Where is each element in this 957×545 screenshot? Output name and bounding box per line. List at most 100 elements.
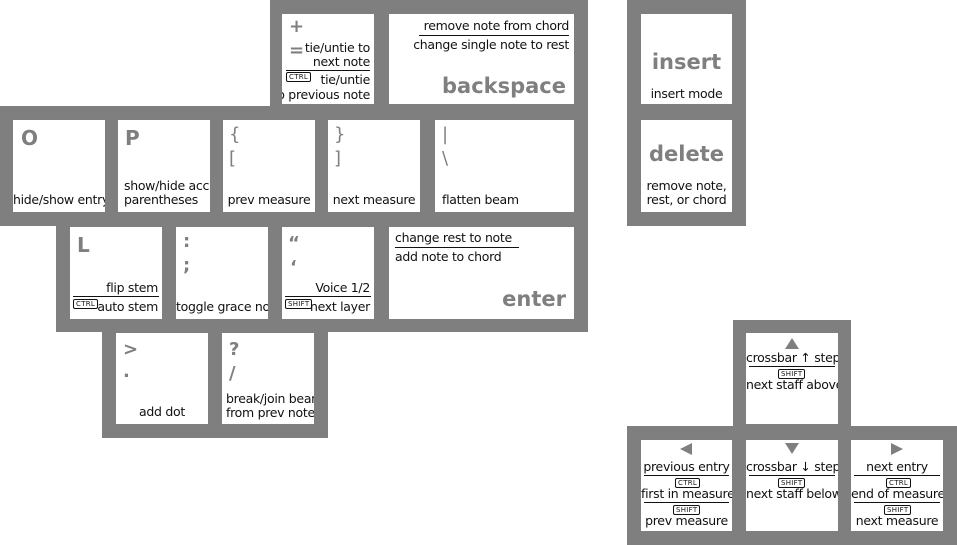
ctrl-badge: CTRL <box>886 478 912 488</box>
next-measure-label: next measure <box>332 192 416 207</box>
next-layer-label: next layer <box>309 299 370 314</box>
tie-next-label-2: next note <box>312 54 370 69</box>
shift-badge: SHIFT <box>673 505 701 515</box>
divider <box>854 502 940 503</box>
voice-label: Voice 1/2 <box>315 280 370 295</box>
tie-next-label-1: tie/untie to <box>304 40 370 55</box>
insert-label: insert <box>651 50 722 74</box>
equals-glyph: = <box>289 40 305 61</box>
divider <box>285 296 371 297</box>
left-brace-glyph: { <box>229 124 241 145</box>
l-glyph: L <box>77 233 90 257</box>
add-dot-label: add dot <box>139 404 185 419</box>
next-staff-below-label: next staff below <box>746 486 838 501</box>
next-staff-above-label: next staff above <box>746 377 838 392</box>
tie-prev-label-1: tie/untie <box>320 72 371 87</box>
quote-key[interactable]: “ ‘ Voice 1/2 SHIFT next layer <box>282 227 374 319</box>
backspace-key[interactable]: remove note from chord change single not… <box>389 14 574 104</box>
ctrl-badge: CTRL <box>675 478 701 488</box>
double-quote-glyph: “ <box>288 233 300 254</box>
break-join-beam-label-1: break/join beam <box>226 391 314 406</box>
crossbar-up-label: crossbar ↑ step <box>746 350 838 365</box>
enter-key[interactable]: change rest to note add note to chord en… <box>389 227 574 319</box>
divider <box>395 247 519 248</box>
next-entry-label: next entry <box>866 459 928 474</box>
divider <box>644 475 729 476</box>
period-glyph: . <box>123 361 130 382</box>
slash-glyph: / <box>229 363 236 384</box>
pipe-glyph: | <box>442 124 449 145</box>
ctrl-badge: CTRL <box>73 299 99 309</box>
o-key[interactable]: O hide/show entry <box>13 120 105 212</box>
remove-note-label: remove note from chord <box>423 18 570 33</box>
arrow-up-key[interactable]: crossbar ↑ step SHIFT next staff above <box>746 333 838 424</box>
period-key[interactable]: > . add dot <box>116 333 208 424</box>
backslash-glyph: \ <box>442 148 449 169</box>
slash-key[interactable]: ? / break/join beam from prev note <box>222 333 314 424</box>
toggle-grace-note-label: toggle grace note <box>176 299 268 314</box>
divider <box>749 366 835 367</box>
semicolon-glyph: ; <box>183 255 191 276</box>
backspace-label: backspace <box>441 74 566 98</box>
divider <box>644 502 729 503</box>
left-bracket-glyph: [ <box>229 148 237 169</box>
next-measure-label: next measure <box>855 513 939 528</box>
plus-glyph: + <box>289 16 305 37</box>
prev-measure-label: prev measure <box>645 513 728 528</box>
question-mark-glyph: ? <box>229 339 240 360</box>
remove-note-label-1: remove note, <box>646 178 727 193</box>
crossbar-down-label: crossbar ↓ step <box>746 459 838 474</box>
right-bracket-key[interactable]: } ] next measure <box>328 120 420 212</box>
change-to-rest-label: change single note to rest <box>413 37 569 52</box>
tie-prev-label-2: to previous note <box>282 87 370 102</box>
change-rest-label: change rest to note <box>395 230 512 245</box>
single-quote-glyph: ‘ <box>290 257 297 278</box>
delete-label: delete <box>649 142 724 166</box>
divider <box>286 70 370 71</box>
backslash-key[interactable]: | \ flatten beam <box>435 120 574 212</box>
break-join-beam-label-2: from prev note <box>226 405 314 420</box>
first-in-measure-label: first in measure <box>641 486 732 501</box>
divider <box>419 35 569 36</box>
o-glyph: O <box>21 126 39 150</box>
colon-glyph: : <box>183 231 191 252</box>
semicolon-key[interactable]: : ; toggle grace note <box>176 227 268 319</box>
greater-than-glyph: > <box>123 339 139 360</box>
l-key[interactable]: L flip stem CTRL auto stem <box>70 227 162 319</box>
left-arrow-icon <box>680 443 692 455</box>
plus-equals-key[interactable]: + = tie/untie to next note CTRL tie/unti… <box>282 14 374 104</box>
divider <box>854 475 940 476</box>
p-key[interactable]: P show/hide acci parentheses <box>118 120 210 212</box>
insert-mode-label: insert mode <box>650 86 723 101</box>
enter-label: enter <box>502 287 566 311</box>
insert-key[interactable]: insert insert mode <box>641 14 732 104</box>
show-hide-acci-label-1: show/hide acci <box>124 178 210 193</box>
shift-badge: SHIFT <box>778 369 806 379</box>
shift-badge: SHIFT <box>285 299 313 309</box>
p-glyph: P <box>125 126 140 150</box>
shift-badge: SHIFT <box>884 505 912 515</box>
show-hide-acci-label-2: parentheses <box>124 192 199 207</box>
delete-key[interactable]: delete remove note, rest, or chord <box>641 120 732 212</box>
divider <box>73 296 159 297</box>
down-arrow-icon <box>785 443 799 454</box>
remove-note-label-2: rest, or chord <box>646 192 727 207</box>
up-arrow-icon <box>785 338 799 349</box>
arrow-left-key[interactable]: previous entry CTRL first in measure SHI… <box>641 440 732 531</box>
divider <box>749 475 835 476</box>
prev-measure-label: prev measure <box>227 192 311 207</box>
shift-badge: SHIFT <box>778 478 806 488</box>
flatten-beam-label: flatten beam <box>442 192 519 207</box>
hide-show-entry-label: hide/show entry <box>13 192 105 207</box>
add-note-label: add note to chord <box>395 249 502 264</box>
previous-entry-label: previous entry <box>643 459 730 474</box>
right-bracket-glyph: ] <box>334 148 342 169</box>
auto-stem-label: auto stem <box>97 299 158 314</box>
right-arrow-icon <box>891 443 903 455</box>
left-bracket-key[interactable]: { [ prev measure <box>223 120 315 212</box>
arrow-down-key[interactable]: crossbar ↓ step SHIFT next staff below <box>746 440 838 531</box>
arrow-right-key[interactable]: next entry CTRL end of measure SHIFT nex… <box>851 440 943 531</box>
flip-stem-label: flip stem <box>106 280 158 295</box>
right-brace-glyph: } <box>334 124 346 145</box>
ctrl-badge: CTRL <box>286 72 312 82</box>
